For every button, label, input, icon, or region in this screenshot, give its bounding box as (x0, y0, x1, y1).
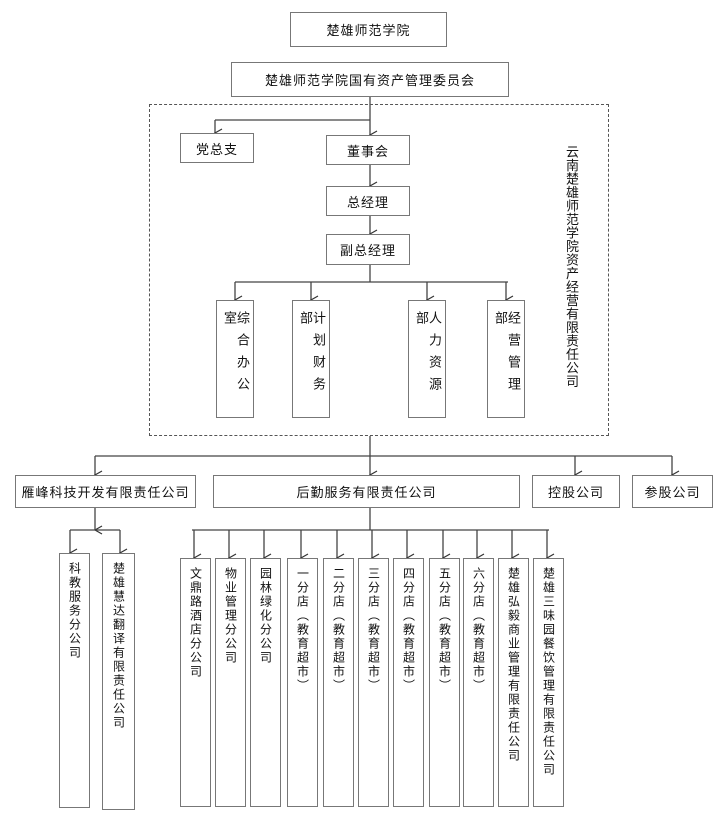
dept-finance: 计划财务部 (292, 300, 330, 418)
node-houqin: 后勤服务有限责任公司 (213, 475, 520, 508)
node-kejiao: 科教服务分公司 (59, 553, 90, 808)
node-board: 董事会 (326, 135, 410, 165)
node-party: 党总支 (180, 133, 254, 163)
company-label: 云南楚雄师范学院资产经营有限责任公司 (563, 145, 578, 388)
houqin-child-2: 园林绿化分公司 (250, 558, 281, 807)
company-boundary (149, 104, 609, 436)
node-huida: 楚雄慧达翻译有限责任公司 (102, 553, 135, 810)
houqin-child-7: 五分店（教育超市） (429, 558, 460, 807)
houqin-child-3: 一分店（教育超市） (287, 558, 318, 807)
dept-hr: 人力资源部 (408, 300, 446, 418)
node-top: 楚雄师范学院 (290, 12, 447, 47)
node-holding: 控股公司 (532, 475, 620, 508)
dept-operations: 经营管理部 (487, 300, 525, 418)
node-vgm: 副总经理 (326, 234, 410, 265)
houqin-child-4: 二分店（教育超市） (323, 558, 354, 807)
node-yanfeng: 雁峰科技开发有限责任公司 (15, 475, 196, 508)
node-committee: 楚雄师范学院国有资产管理委员会 (231, 62, 509, 97)
houqin-child-0: 文鼎路酒店分公司 (180, 558, 211, 807)
houqin-child-6: 四分店（教育超市） (393, 558, 424, 807)
node-gm: 总经理 (326, 186, 410, 216)
dept-office: 综合办公室 (216, 300, 254, 418)
node-equity: 参股公司 (632, 475, 713, 508)
houqin-child-10: 楚雄三味园餐饮管理有限责任公司 (533, 558, 564, 807)
houqin-child-1: 物业管理分公司 (215, 558, 246, 807)
houqin-child-9: 楚雄弘毅商业管理有限责任公司 (498, 558, 529, 807)
houqin-child-5: 三分店（教育超市） (358, 558, 389, 807)
houqin-child-8: 六分店（教育超市） (463, 558, 494, 807)
